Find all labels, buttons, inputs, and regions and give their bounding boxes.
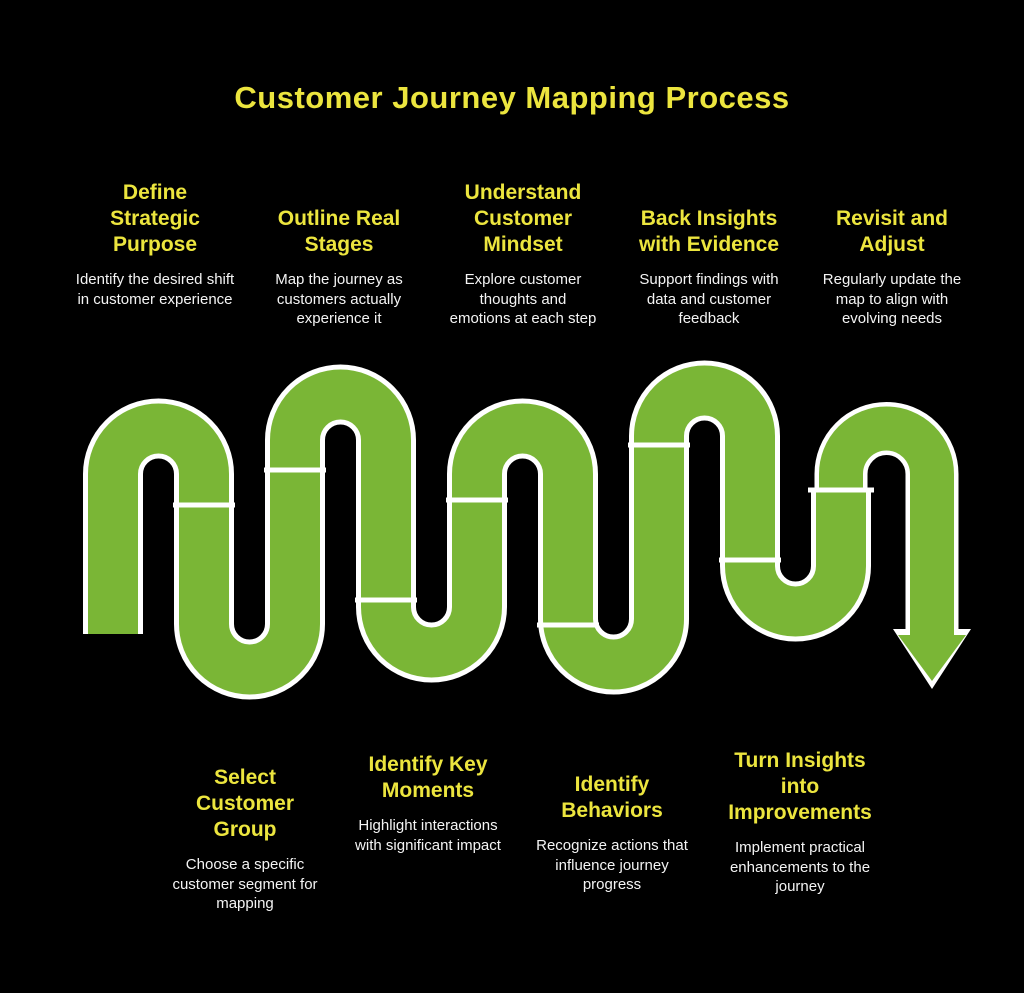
- step-outline-real-stages: Outline Real Stages Map the journey as c…: [249, 170, 429, 329]
- segment-divider: [808, 487, 874, 493]
- step-revisit-and-adjust: Revisit and Adjust Regularly update the …: [797, 170, 987, 329]
- step-description: Regularly update the map to align with e…: [822, 271, 962, 327]
- journey-path-tail: [819, 406, 954, 642]
- segment-divider: [173, 502, 235, 508]
- segment-divider: [719, 557, 781, 563]
- step-description: Highlight interactions with significant …: [355, 817, 501, 854]
- step-heading: Select Customer Group: [195, 766, 295, 842]
- journey-path-tail-outline: [814, 402, 959, 642]
- step-heading: Turn Insights into Improvements: [728, 749, 872, 825]
- step-description: Explore customer thoughts and emotions a…: [449, 271, 597, 327]
- page-title: Customer Journey Mapping Process: [234, 80, 790, 115]
- step-back-insights-with-evidence: Back Insights with Evidence Support find…: [614, 170, 804, 329]
- step-heading: Identify Behaviors: [561, 773, 663, 823]
- segment-divider: [628, 442, 690, 448]
- step-description: Support findings with data and customer …: [639, 271, 779, 327]
- step-heading: Back Insights with Evidence: [638, 206, 780, 256]
- step-select-customer-group: Select Customer Group Choose a specific …: [155, 765, 335, 914]
- journey-path: [88, 365, 866, 695]
- segment-divider: [537, 622, 599, 628]
- segment-divider: [446, 497, 508, 503]
- step-define-strategic-purpose: Define Strategic Purpose Identify the de…: [65, 170, 245, 309]
- arrowhead-icon: [898, 635, 966, 681]
- step-heading: Understand Customer Mindset: [464, 180, 582, 256]
- step-description: Identify the desired shift in customer e…: [75, 271, 235, 308]
- segment-divider: [264, 467, 326, 473]
- arrowhead-outline: [893, 629, 971, 689]
- step-description: Implement practical enhancements to the …: [729, 839, 871, 896]
- step-heading: Outline Real Stages: [277, 206, 401, 256]
- step-understand-customer-mindset: Understand Customer Mindset Explore cust…: [433, 170, 613, 329]
- step-identify-behaviors: Identify Behaviors Recognize actions tha…: [522, 772, 702, 895]
- step-heading: Define Strategic Purpose: [110, 180, 200, 256]
- step-heading: Revisit and Adjust: [835, 206, 949, 256]
- step-turn-insights-into-improvements: Turn Insights into Improvements Implemen…: [705, 748, 895, 897]
- step-description: Recognize actions that influence journey…: [536, 837, 688, 894]
- step-description: Choose a specific customer segment for m…: [172, 856, 318, 913]
- segment-divider: [355, 597, 417, 603]
- step-heading: Identify Key Moments: [368, 753, 488, 803]
- step-identify-key-moments: Identify Key Moments Highlight interacti…: [338, 752, 518, 855]
- step-description: Map the journey as customers actually ex…: [275, 271, 403, 327]
- journey-path-outline: [83, 360, 871, 700]
